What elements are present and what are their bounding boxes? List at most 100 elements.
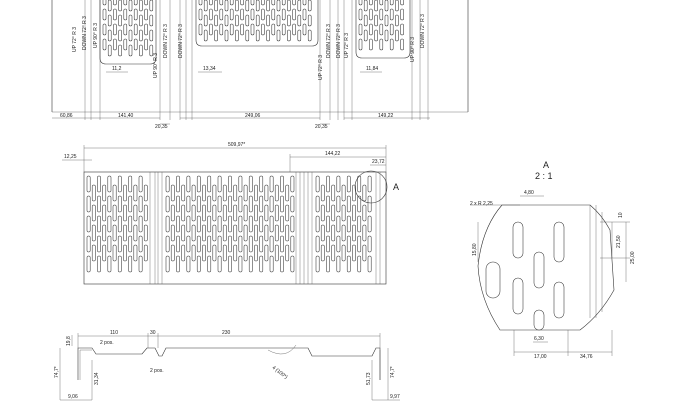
- perforation-slot: [336, 175, 341, 193]
- perforation-slot: [138, 255, 143, 273]
- perforation-slot: [238, 215, 243, 233]
- perforation-slot: [264, 184, 269, 202]
- perforation-slot: [389, 0, 394, 6]
- perforation-slot: [102, 38, 107, 51]
- perforation-slot: [102, 8, 107, 21]
- perforation-slot: [285, 204, 290, 222]
- detail-dim-10: 10: [618, 212, 624, 218]
- perforation-slot: [91, 184, 96, 202]
- perforation-slot: [243, 224, 248, 242]
- perforation-slot: [315, 195, 320, 213]
- perforation-slot: [196, 175, 201, 193]
- perforation-slot: [219, 8, 224, 21]
- perforation-slot: [336, 235, 341, 253]
- perforation-slot: [118, 0, 122, 12]
- profile-dim-9-06: 9,06: [68, 394, 78, 400]
- perforation-slot: [363, 29, 368, 42]
- perforation-slot: [250, 23, 255, 36]
- front-view: 509,97* 144,22 12,25 23,72 A: [62, 142, 399, 285]
- perforation-slot: [186, 235, 191, 253]
- perforation-slot: [379, 38, 384, 51]
- perforation-slot: [186, 215, 191, 233]
- perforation-slot: [271, 0, 276, 6]
- pitch-dim-middle: 13,34: [203, 66, 216, 72]
- bend-label: DOWN 72° R 3: [163, 24, 169, 58]
- perforation-slot: [254, 224, 258, 242]
- perforation-slot: [186, 175, 191, 193]
- front-slot-field-middle: [165, 175, 295, 273]
- perforation-slot: [245, 0, 250, 12]
- perforation-slot: [331, 184, 336, 202]
- perforation-slot: [341, 184, 346, 202]
- profile-dim-2pos-a: 2 pos.: [100, 340, 114, 346]
- detail-dim-25-00: 25,00: [630, 251, 636, 264]
- perforation-slot: [181, 224, 186, 242]
- perforation-slot: [117, 235, 122, 253]
- perforation-slot: [240, 23, 244, 36]
- perforation-slot: [358, 23, 363, 36]
- perforation-slot: [143, 184, 148, 202]
- perforation-slot: [117, 175, 122, 193]
- perforation-slot: [269, 235, 274, 253]
- perforation-slot: [203, 0, 208, 12]
- perforation-slot: [254, 184, 258, 202]
- perforation-slot: [97, 175, 101, 193]
- perforation-slot: [379, 23, 384, 36]
- perforation-slot: [203, 14, 208, 27]
- perforation-slot: [367, 215, 372, 233]
- perforation-slot: [209, 8, 213, 21]
- perforation-slot: [269, 175, 274, 193]
- perforation-slot: [264, 204, 269, 222]
- perforation-slot: [235, 14, 239, 27]
- perforation-slot: [292, 0, 296, 6]
- perforation-slot: [389, 8, 394, 21]
- perforation-slot: [367, 175, 372, 193]
- bend-label: DOWN 72° R 3: [178, 24, 184, 58]
- perforation-slot: [144, 8, 148, 21]
- perforation-slot: [224, 14, 229, 27]
- perforation-slot: [233, 224, 238, 242]
- detail-dim-17-00: 17,00: [534, 354, 547, 360]
- perforation-slot: [259, 175, 264, 193]
- perforation-slot: [276, 0, 281, 12]
- perforation-slot: [400, 23, 404, 36]
- perforation-slot: [224, 29, 229, 42]
- front-slot-field-left: [86, 175, 148, 273]
- perforation-slot: [287, 29, 291, 42]
- perforation-slot: [369, 0, 373, 6]
- perforation-slot: [228, 195, 232, 213]
- perforation-slot: [128, 29, 133, 42]
- perforation-slot: [243, 184, 248, 202]
- perforation-slot: [346, 215, 351, 233]
- perforation-slot: [202, 224, 206, 242]
- perforation-slot: [144, 23, 148, 36]
- perforation-slot: [139, 14, 143, 27]
- perforation-slot: [149, 14, 154, 27]
- perforation-slot: [228, 175, 232, 193]
- perforation-slot: [331, 204, 336, 222]
- perforation-slot: [191, 244, 196, 262]
- perforation-slot: [367, 255, 372, 273]
- perforation-slot: [209, 23, 213, 36]
- perforation-slot: [149, 44, 154, 57]
- perforation-slot: [198, 0, 203, 6]
- perforation-slot: [269, 215, 274, 233]
- perforation-slot: [97, 255, 101, 273]
- perforation-slot: [133, 38, 138, 51]
- perforation-slot: [307, 14, 312, 27]
- perforation-slot: [302, 23, 307, 36]
- detail-dim-radius: 2 x R 2,25: [470, 201, 493, 207]
- perforation-slot: [261, 0, 265, 6]
- perforation-slot: [228, 255, 232, 273]
- perforation-slot: [181, 204, 186, 222]
- perforation-slot: [346, 255, 351, 273]
- perforation-slot: [102, 224, 107, 242]
- profile-dim-51-73: 51,73: [366, 372, 372, 385]
- perforation-slot: [235, 29, 239, 42]
- perforation-slot: [336, 255, 341, 273]
- perforation-slot: [384, 0, 389, 12]
- perforation-slot: [198, 23, 203, 36]
- perforation-slot: [235, 0, 239, 12]
- perforation-slot: [133, 204, 138, 222]
- perforation-slot: [250, 0, 255, 6]
